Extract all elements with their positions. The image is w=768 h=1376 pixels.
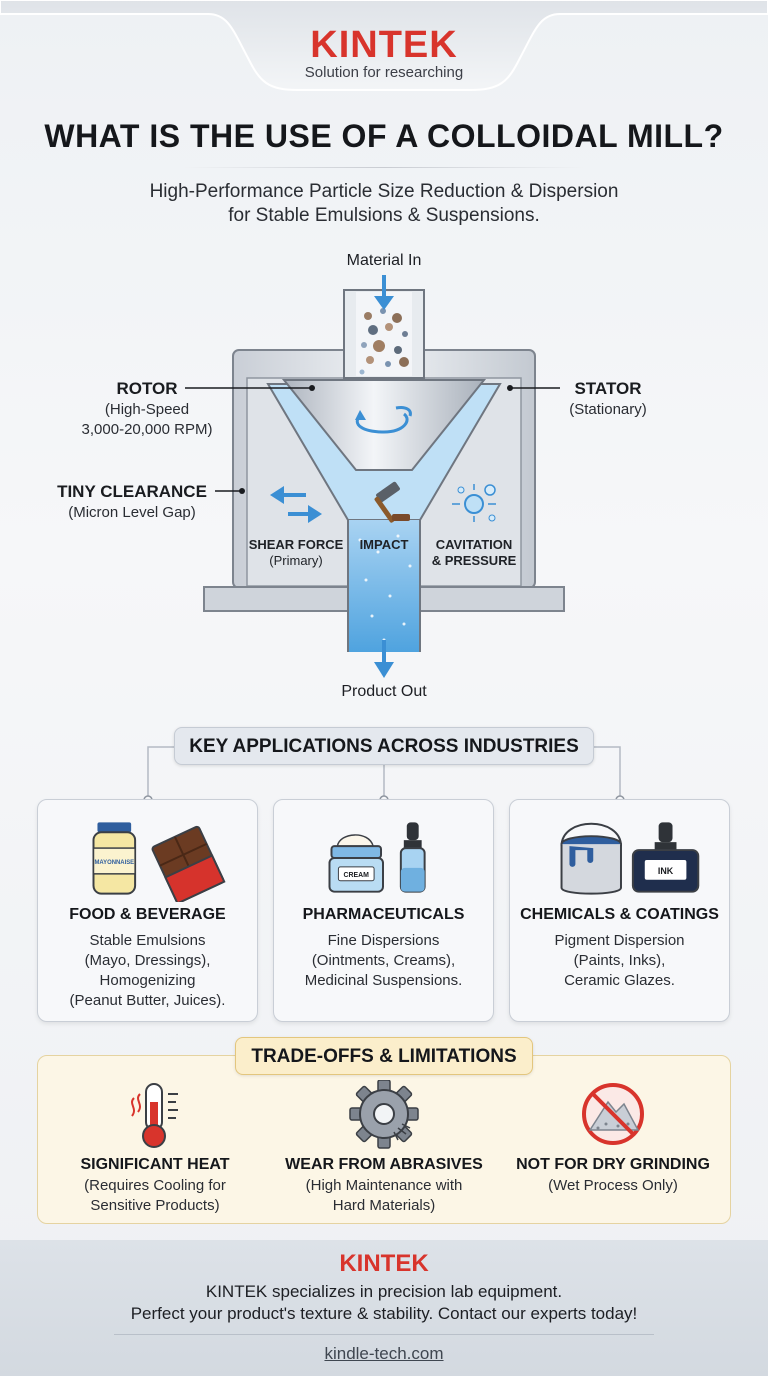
product-out-arrow-icon bbox=[374, 640, 394, 678]
card-line: (Paints, Inks), bbox=[573, 952, 666, 969]
footer-divider bbox=[114, 1334, 654, 1335]
footer-kintek-logo: KINTEK bbox=[339, 1250, 429, 1277]
header-tab bbox=[0, 0, 768, 91]
limitation-heat-body: (Requires Cooling for Sensitive Products… bbox=[40, 1176, 270, 1216]
card-title-chemicals: CHEMICALS & COATINGS bbox=[520, 906, 719, 923]
colloidal-mill-diagram bbox=[185, 275, 565, 678]
application-card-food: MAYONNAISE FOOD & BEVERAGE Stable Emulsi… bbox=[37, 799, 258, 1022]
website-link[interactable]: kindle-tech.com bbox=[324, 1344, 444, 1363]
ink-bottle-label: INK bbox=[658, 866, 674, 876]
tradeoffs-heading: TRADE-OFFS & LIMITATIONS bbox=[235, 1037, 533, 1075]
page-title: WHAT IS THE USE OF A COLLOIDAL MILL? bbox=[44, 118, 724, 154]
outlet-flow bbox=[348, 520, 420, 652]
limitation-line: Sensitive Products) bbox=[90, 1197, 220, 1214]
card-title-food: FOOD & BEVERAGE bbox=[69, 906, 226, 923]
impact-hammer-icon bbox=[374, 481, 410, 523]
rotor-title: ROTOR bbox=[116, 379, 178, 398]
footer-text-line-1: KINTEK specializes in precision lab equi… bbox=[205, 1282, 563, 1301]
limitation-line: (Requires Cooling for bbox=[84, 1177, 226, 1194]
footer bbox=[0, 1240, 768, 1376]
subtitle-line-2: for Stable Emulsions & Suspensions. bbox=[228, 205, 540, 226]
no-dry-grinding-icon bbox=[582, 1083, 644, 1145]
applications-heading: KEY APPLICATIONS ACROSS INDUSTRIES bbox=[174, 727, 594, 765]
clearance-title: TINY CLEARANCE bbox=[57, 482, 207, 501]
rotor-line-2: 3,000-20,000 RPM) bbox=[81, 421, 213, 438]
limitation-wear-body: (High Maintenance with Hard Materials) bbox=[269, 1176, 499, 1216]
limitation-dry-title: NOT FOR DRY GRINDING bbox=[516, 1156, 710, 1173]
rotor-line-1: (High-Speed bbox=[104, 401, 190, 418]
cavitation-label: CAVITATION & PRESSURE bbox=[426, 537, 522, 569]
mayo-chocolate-icon: MAYONNAISE bbox=[92, 822, 226, 902]
kintek-logo: KINTEK bbox=[310, 24, 458, 66]
cavitation-sub: & PRESSURE bbox=[431, 553, 517, 568]
card-line: Fine Dispersions bbox=[327, 932, 440, 949]
limitation-line: (Wet Process Only) bbox=[548, 1177, 678, 1194]
card-line: Ceramic Glazes. bbox=[564, 972, 675, 989]
application-card-pharma: CREAM PHARMACEUTICALS Fine Dispersions (… bbox=[273, 799, 494, 1022]
impact-label: IMPACT bbox=[350, 537, 418, 553]
application-card-chemicals: INK CHEMICALS & COATINGS Pigment Dispers… bbox=[509, 799, 730, 1022]
cavitation-title: CAVITATION bbox=[435, 537, 513, 552]
limitation-line: (High Maintenance with bbox=[305, 1177, 463, 1194]
footer-text-line-2: Perfect your product's texture & stabili… bbox=[130, 1304, 638, 1323]
particles-icon bbox=[359, 299, 409, 375]
rotor-cone bbox=[281, 379, 487, 471]
card-line: Medicinal Suspensions. bbox=[304, 972, 463, 989]
card-line: Pigment Dispersion bbox=[554, 932, 685, 949]
title-divider bbox=[184, 167, 584, 168]
clearance-line-1: (Micron Level Gap) bbox=[68, 504, 196, 521]
card-body-food: Stable Emulsions (Mayo, Dressings), Homo… bbox=[42, 931, 253, 1011]
impact-title: IMPACT bbox=[359, 537, 409, 552]
mayo-jar-label: MAYONNAISE bbox=[94, 860, 134, 866]
shear-force-label: SHEAR FORCE (Primary) bbox=[248, 537, 344, 569]
gear-icon bbox=[349, 1080, 419, 1149]
card-body-pharma: Fine Dispersions (Ointments, Creams), Me… bbox=[278, 931, 489, 991]
cream-jar-label: CREAM bbox=[344, 872, 370, 879]
rotation-arrow-icon bbox=[355, 412, 409, 434]
card-body-chemicals: Pigment Dispersion (Paints, Inks), Ceram… bbox=[514, 931, 725, 991]
thermometer-icon bbox=[131, 1083, 178, 1148]
limitation-dry-body: (Wet Process Only) bbox=[498, 1176, 728, 1196]
card-line: (Mayo, Dressings), bbox=[84, 952, 211, 969]
subtitle-line-1: High-Performance Particle Size Reduction… bbox=[149, 181, 619, 202]
card-line: Homogenizing bbox=[99, 972, 196, 989]
rotor-label: ROTOR bbox=[84, 379, 210, 399]
card-title-pharma: PHARMACEUTICALS bbox=[302, 906, 465, 923]
brand-tagline: Solution for researching bbox=[304, 64, 464, 81]
shear-force-sub: (Primary) bbox=[269, 553, 323, 568]
rotor-description: (High-Speed 3,000-20,000 RPM) bbox=[52, 400, 242, 440]
material-in-arrow-icon bbox=[374, 275, 394, 310]
cavitation-bubbles-icon bbox=[452, 484, 496, 522]
shear-force-icon bbox=[270, 486, 322, 523]
cream-jar-dropper-icon: CREAM bbox=[328, 822, 426, 893]
material-in-label: Material In bbox=[346, 252, 422, 269]
limitation-wear-title: WEAR FROM ABRASIVES bbox=[285, 1156, 483, 1173]
shear-force-title: SHEAR FORCE bbox=[248, 537, 344, 552]
card-line: (Peanut Butter, Juices). bbox=[69, 992, 226, 1009]
card-line: Stable Emulsions bbox=[89, 932, 206, 949]
card-line: (Ointments, Creams), bbox=[311, 952, 456, 969]
subtitle: High-Performance Particle Size Reduction… bbox=[0, 180, 768, 228]
product-out-label: Product Out bbox=[341, 683, 427, 700]
clearance-label: TINY CLEARANCE (Micron Level Gap) bbox=[40, 482, 224, 523]
stator-line-1: (Stationary) bbox=[569, 401, 647, 418]
limitation-heat-title: SIGNIFICANT HEAT bbox=[80, 1156, 230, 1173]
paint-can-ink-bottle-icon: INK bbox=[560, 822, 700, 895]
limitation-line: Hard Materials) bbox=[332, 1197, 436, 1214]
stator-title: STATOR bbox=[574, 379, 642, 398]
stator-label: STATOR (Stationary) bbox=[550, 379, 666, 420]
